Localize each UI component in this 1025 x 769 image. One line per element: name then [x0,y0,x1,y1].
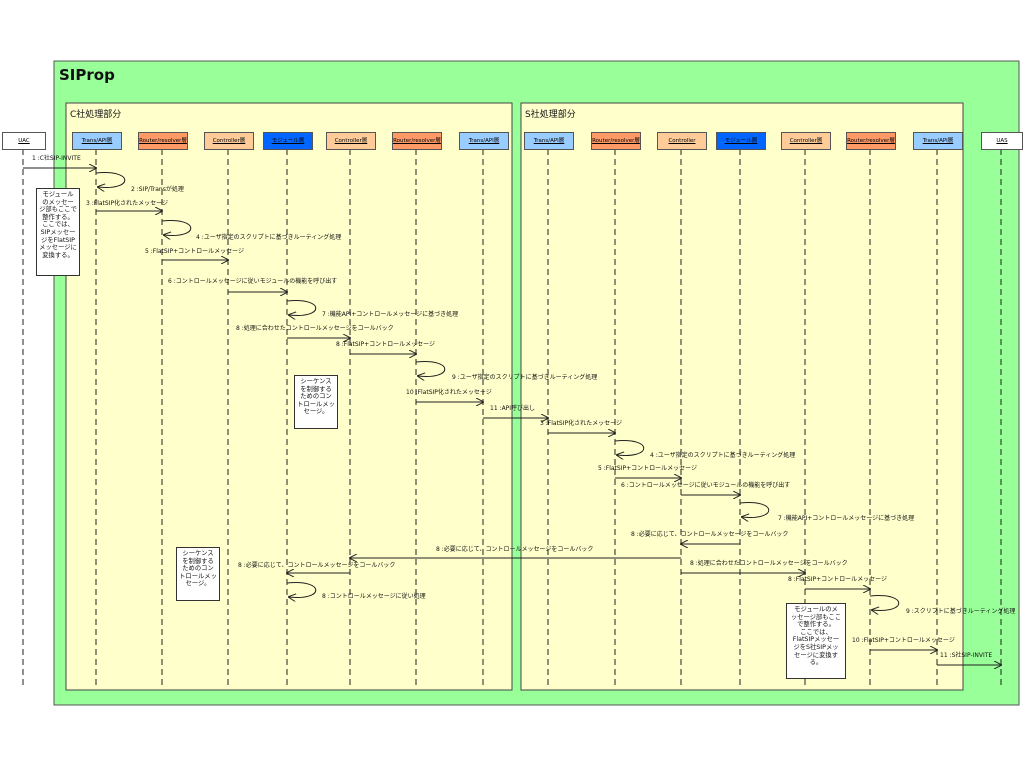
lifeline-box: モジュール層 [263,132,313,150]
message-label: 8 :FlatSIP+コントロールメッセージ [336,341,435,348]
message-label: 1 :C社SIP-INVITE [32,155,81,162]
s-panel [520,102,964,691]
message-label: 6 :コントロールメッセージに従いモジュールの機能を呼び出す [621,482,791,489]
message-arrow [161,220,192,236]
lifeline-label: Router/resolver層 [847,138,895,144]
message-label: 5 :FlatSIP+コントロールメッセージ [598,465,697,472]
lifeline-box: Trans/API層 [913,132,963,150]
message-label: 4 :ユーザ指定のスクリプトに基づきルーティング処理 [196,234,342,241]
message-label: 4 :ユーザ指定のスクリプトに基づきルーティング処理 [650,452,796,459]
message-label: 9 :ユーザ指定のスクリプトに基づきルーティング処理 [452,374,598,381]
note-text: シーケンス を制御する ためのコン トロールメッ セージ。 [297,378,335,416]
message-label: 6 :コントロールメッセージに従いモジュールの機能を呼び出す [168,278,338,285]
note-text: モジュール のメッセー ジ部もここで 整作する。 ここでは、 SIPメッセー ジ… [39,191,77,259]
message-label: 2 :SIP/Transが処理 [131,186,184,193]
lifeline-box: Trans/API層 [459,132,509,150]
message-label: 5 :FlatSIP+コントロールメッセージ [145,248,244,255]
lifeline-label: Controller層 [789,138,823,144]
message-label: 3 :FlatSIP化されたメッセージ [86,200,168,207]
message-label: 9 :スクリプトに基づきルーティング処理 [906,608,1016,615]
c-panel [65,102,513,691]
message-label: 11 :S社SIP-INVITE [940,652,993,659]
messages [23,168,1001,665]
uac-actor: UAC [2,132,46,150]
message-label: 10 :FlatSIP化されたメッセージ [406,389,492,396]
message-arrow [739,502,770,518]
lifeline-box: Controller層 [326,132,376,150]
note-uac-module: モジュール のメッセー ジ部もここで 整作する。 ここでは、 SIPメッセー ジ… [36,188,80,276]
c-panel-title: C社処理部分 [70,110,122,120]
message-label: 7 :機能API+コントロールメッセージに基づき処理 [322,311,459,318]
message-label: 7 :機能API+コントロールメッセージに基づき処理 [778,515,915,522]
lifeline-box: Trans/API層 [524,132,574,150]
lifeline-box: Router/resolver層 [591,132,641,150]
message-arrow [286,300,317,316]
lifeline-label: Controller層 [334,138,368,144]
note-text: モジュールのメ ッセージ部もここ で整作する。 ここでは、 FlatSIPメッセ… [790,606,842,667]
note-uas-module: モジュールのメ ッセージ部もここ で整作する。 ここでは、 FlatSIPメッセ… [786,603,846,679]
lifeline-box: Router/resolver層 [392,132,442,150]
message-label: 11 :API呼び出し [490,405,536,412]
lifeline-box: Router/resolver層 [138,132,188,150]
message-arrow [286,582,317,598]
lifeline-box: Controller層 [204,132,254,150]
lifeline-label: Controller [668,138,696,144]
note-control-c1: シーケンス を制御する ためのコン トロールメッ セージ。 [294,375,338,429]
message-arrow [869,595,900,611]
lifeline-label: Trans/API層 [533,138,565,144]
lifeline-label: モジュール層 [271,138,305,144]
lifeline-box: Controller [657,132,707,150]
note-control-c2: シーケンス を制御する ためのコン トロールメッ セージ。 [176,547,220,601]
lifeline-label: Trans/API層 [922,138,954,144]
note-text: シーケンス を制御する ためのコン トロールメッ セージ。 [179,550,217,588]
message-arrow [95,172,126,188]
message-arrow [415,361,446,377]
lifeline-label: Router/resolver層 [139,138,187,144]
lifeline-label: Trans/API層 [81,138,113,144]
lifeline-label: Controller層 [212,138,246,144]
frame-title: SIProp [59,66,115,84]
uas-actor: UAS [981,132,1023,150]
message-label: 10 :FlatSIP+コントロールメッセージ [852,637,955,644]
message-label: 8 :必要に応じて、コントロールメッセージをコールバック [631,531,789,538]
s-panel-title: S社処理部分 [525,110,576,120]
message-label: 8 :処理に合わせたコントロールメッセージをコールバック [236,325,394,332]
message-label: 3 :FlatSIP化されたメッセージ [540,420,622,427]
lifeline-label: Trans/API層 [468,138,500,144]
message-arrow [614,440,645,456]
message-label: 8 :処理に合わせたコントロールメッセージをコールバック [690,560,848,567]
message-label: 8 :必要に応じて、コントロールメッセージをコールバック [238,562,396,569]
lifeline-label: Router/resolver層 [592,138,640,144]
message-label: 8 :必要に応じて、コントロールメッセージをコールバック [436,546,594,553]
message-label: 8 :コントロールメッセージに従い処理 [322,593,426,600]
message-label: 8 :FlatSIP+コントロールメッセージ [788,576,887,583]
lifeline-box: Controller層 [781,132,831,150]
lifeline-label: Router/resolver層 [393,138,441,144]
lifeline-box: Trans/API層 [72,132,122,150]
lifeline-box: モジュール層 [716,132,766,150]
lifeline-label: モジュール層 [724,138,758,144]
lifeline-box: Router/resolver層 [846,132,896,150]
